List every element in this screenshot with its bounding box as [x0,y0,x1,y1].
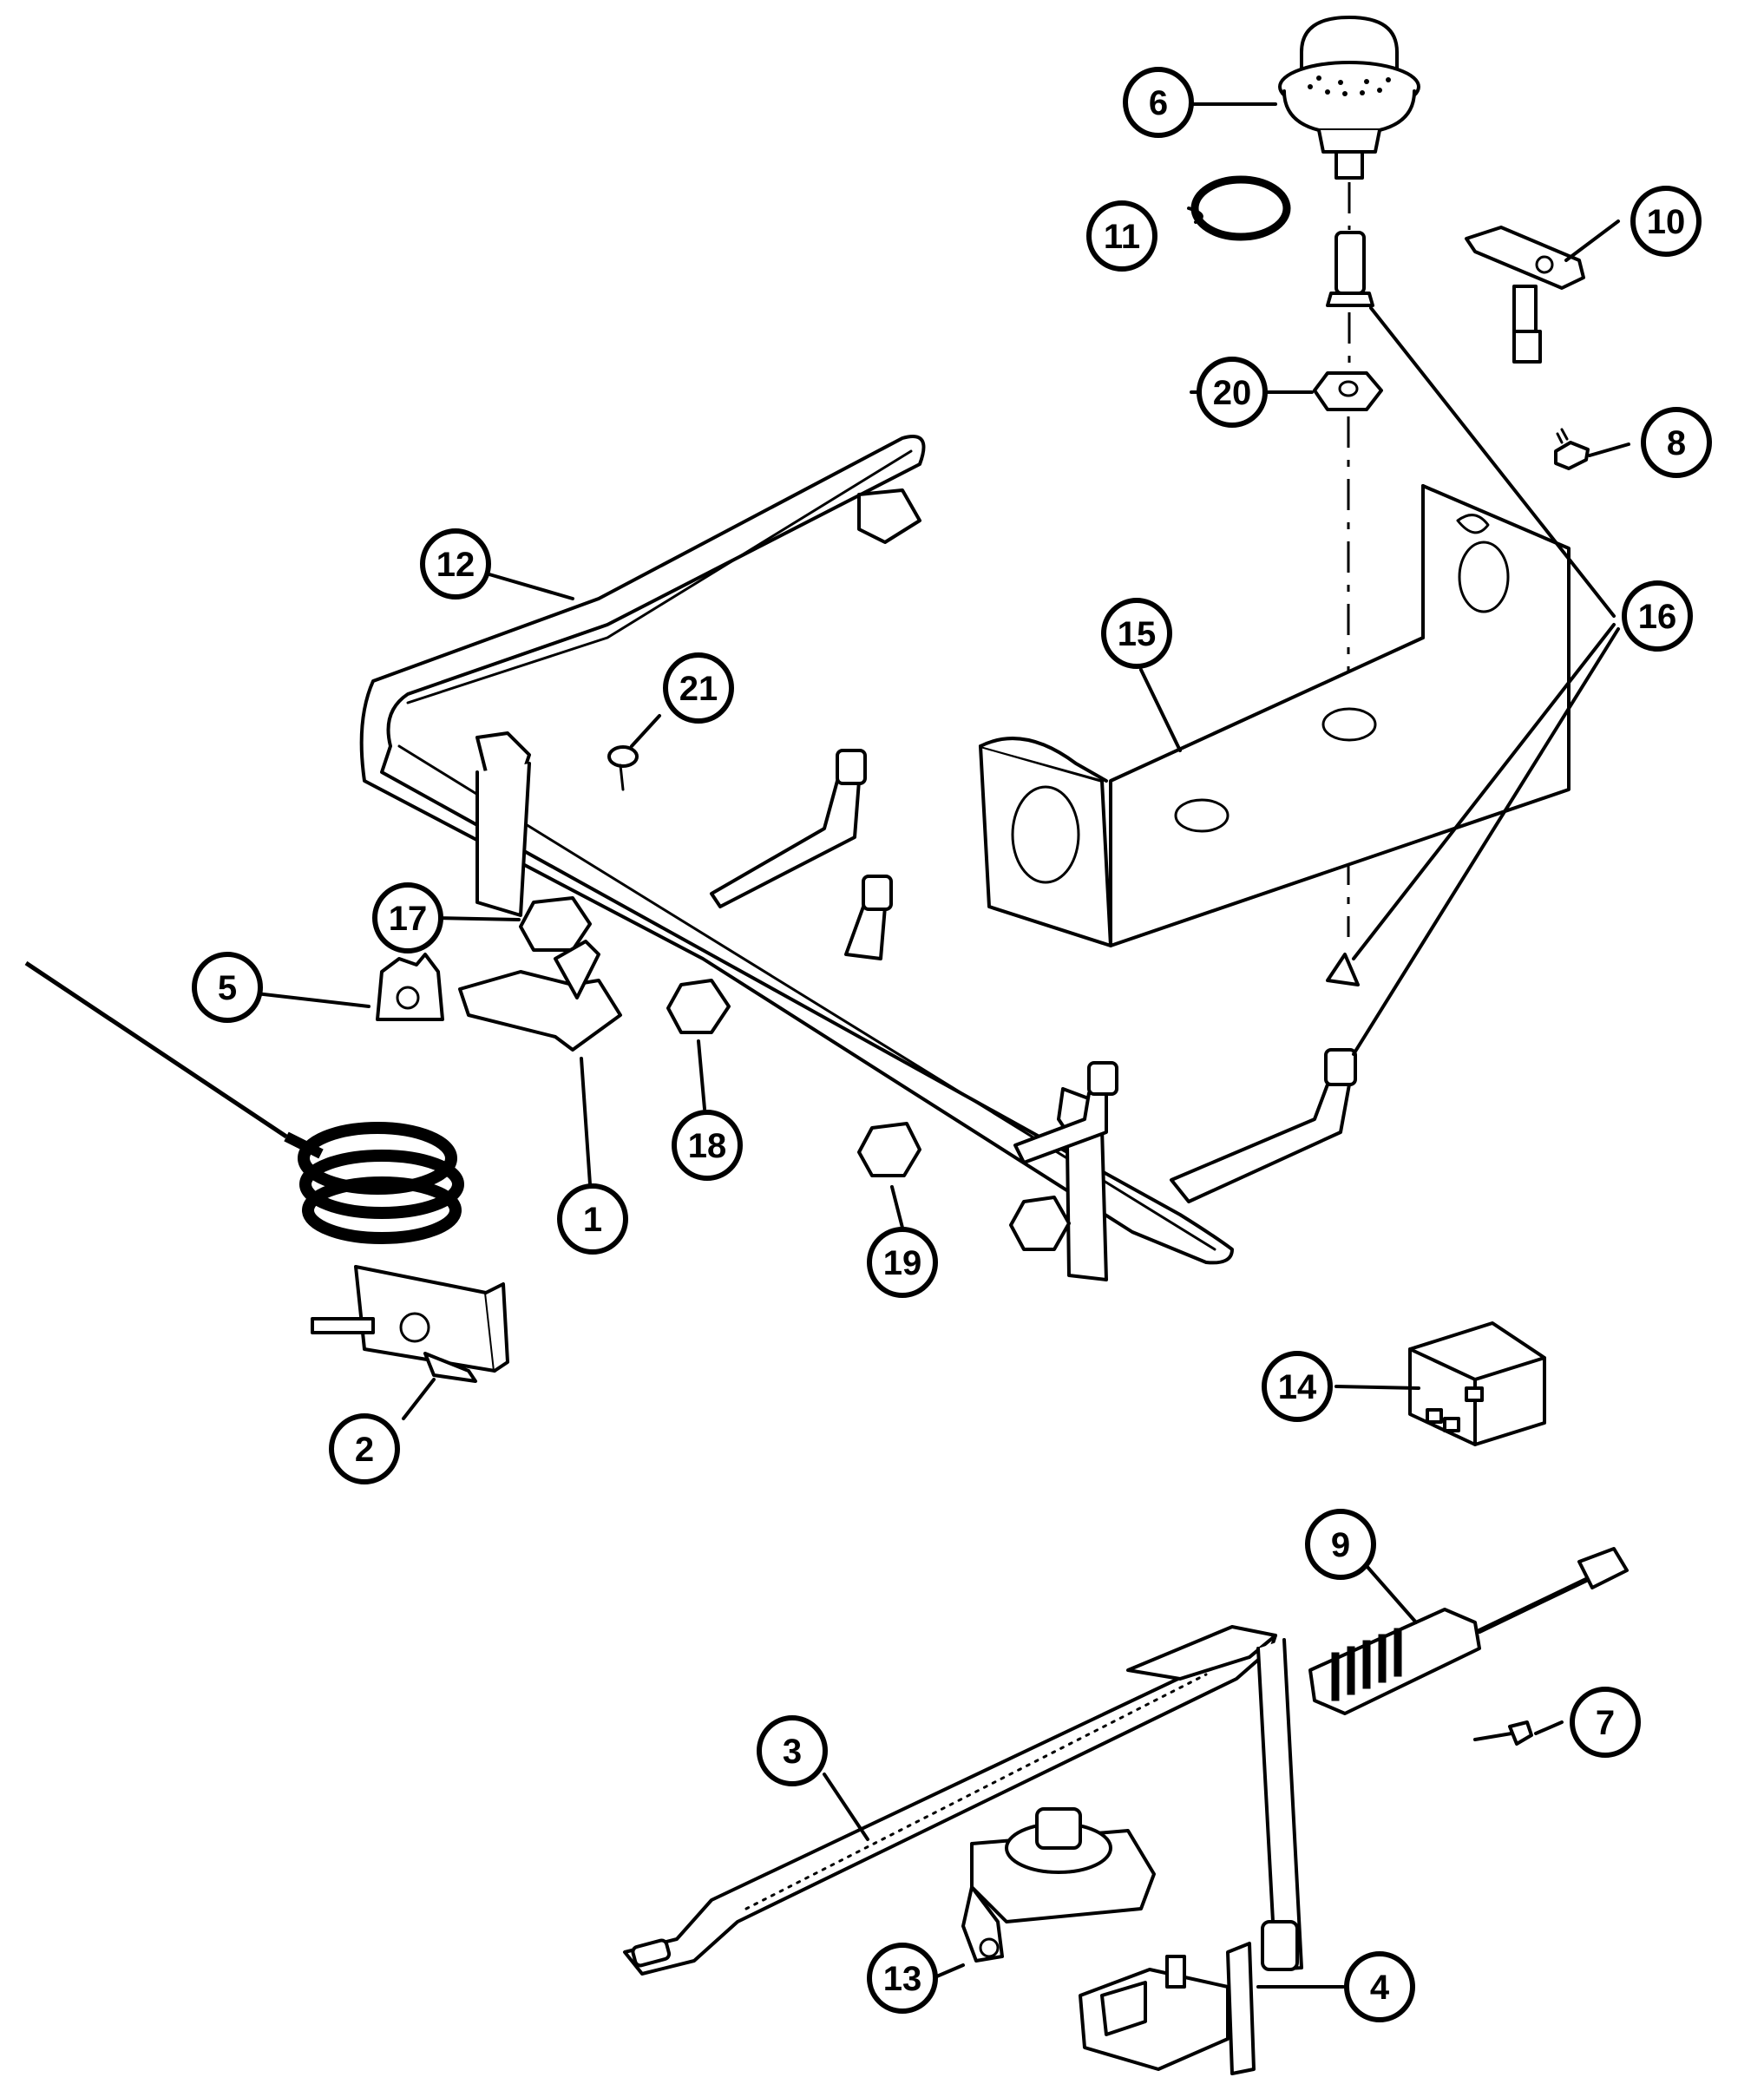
part-1-valve-lever [458,940,622,1052]
callout-16: 16 [1622,580,1693,652]
orifice-spud [1326,231,1374,307]
svg-text:5: 5 [218,969,237,1007]
part-8-screw [1554,428,1590,470]
callout-21: 21 [663,652,734,724]
part-6-surface-burner [1278,16,1420,180]
svg-text:18: 18 [688,1127,727,1165]
callout-9: 9 [1305,1509,1376,1580]
callout-13: 13 [867,1943,938,2014]
svg-text:4: 4 [1370,1969,1390,2007]
callout-18: 18 [672,1110,743,1181]
svg-text:2: 2 [355,1431,374,1469]
part-7-screw [1473,1720,1533,1746]
callout-15: 15 [1101,598,1172,669]
part-21-screw [607,745,639,791]
callout-19: 19 [867,1227,938,1298]
part-11-o-ring [1190,175,1291,241]
part-12-manifold-pipe [359,435,1234,1281]
svg-text:16: 16 [1638,598,1677,636]
svg-text:6: 6 [1149,84,1168,122]
svg-text:8: 8 [1667,424,1686,462]
part-9-igniter [1308,1547,1629,1715]
svg-text:17: 17 [389,900,428,938]
svg-text:19: 19 [883,1244,922,1282]
callout-10: 10 [1630,186,1702,257]
callout-5: 5 [192,952,263,1023]
part-20-hex-nut [1313,371,1383,411]
callout-1: 1 [557,1183,628,1255]
burner-valve-stubs [710,749,1360,1203]
part-15-burner-bracket [979,484,1571,947]
callout-3: 3 [757,1715,828,1786]
svg-text:7: 7 [1596,1704,1615,1742]
extra-nut [1009,1196,1071,1251]
svg-text:14: 14 [1278,1368,1317,1406]
callout-4: 4 [1344,1951,1415,2022]
callout-12: 12 [420,528,491,600]
svg-text:3: 3 [783,1733,802,1771]
callout-7: 7 [1570,1687,1641,1758]
svg-text:10: 10 [1647,203,1686,241]
part-17-nut [519,896,592,952]
callout-20: 20 [1197,357,1268,428]
svg-text:12: 12 [436,546,475,584]
part-5-clip [376,953,444,1021]
part-14-spark-module [1408,1321,1546,1446]
part-19-nut [857,1122,921,1177]
svg-text:20: 20 [1213,374,1252,412]
leader-lines [254,102,1630,1989]
callout-6: 6 [1123,67,1194,138]
part-3-oven-burner [623,1625,1303,1976]
part-10-bracket [1465,226,1585,364]
callout-8: 8 [1641,407,1712,478]
svg-text:15: 15 [1118,615,1157,653]
svg-text:21: 21 [679,670,718,708]
svg-text:13: 13 [883,1960,922,1998]
svg-text:11: 11 [1104,218,1140,256]
part-2-thermostat [24,960,509,1383]
callout-17: 17 [372,882,443,953]
callout-11: 11 [1086,200,1157,272]
part-4-safety-valve [1079,1942,1256,2075]
part-18-nut [666,979,731,1034]
svg-text:9: 9 [1331,1526,1350,1564]
part-13-pressure-regulator [961,1807,1156,1963]
callout-14: 14 [1262,1351,1333,1422]
svg-text:1: 1 [583,1201,602,1239]
callout-2: 2 [329,1413,400,1484]
